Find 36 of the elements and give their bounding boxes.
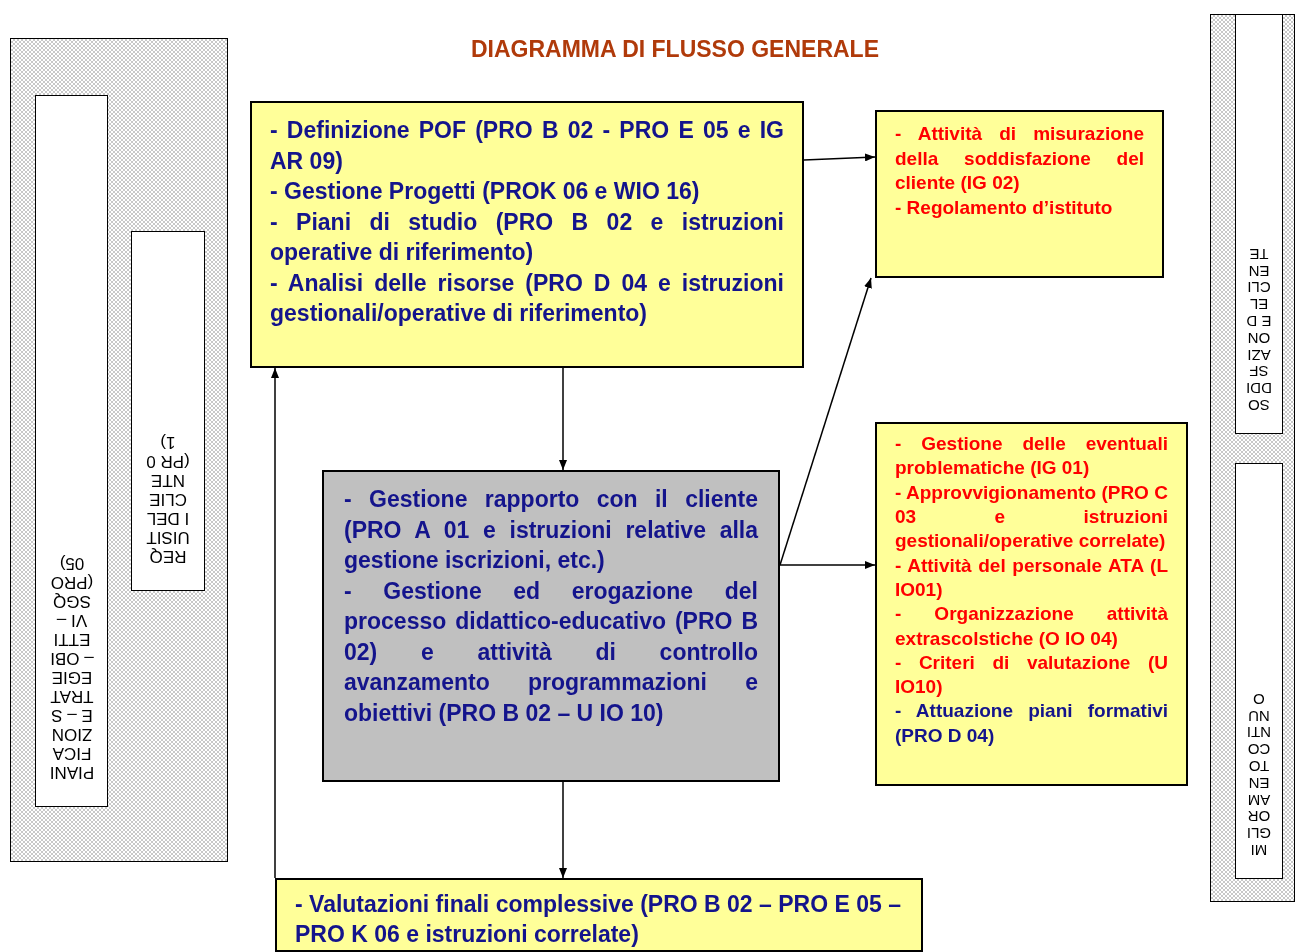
arrow [559, 781, 567, 879]
list-item: - Gestione delle eventuali problematiche (IG 01) [895, 432, 1168, 481]
process-box [250, 101, 804, 368]
list-item: - Gestione ed erogazione del processo didattico-educativo (PRO B 02) e attività di controllo avanzamento programmazioni e obiettivi (PRO B 02 – U IO 10) [344, 576, 758, 729]
column-box [1235, 14, 1283, 434]
list-item: - Organizzazione attività extrascolstiche (O IO 04) [895, 602, 1168, 651]
arrow [779, 561, 876, 569]
arrow [271, 367, 279, 879]
diagram-title: DIAGRAMMA DI FLUSSO GENERALE [469, 36, 880, 63]
arrow [803, 153, 876, 162]
column-box [1235, 463, 1283, 879]
process-box [875, 422, 1188, 786]
rotated-label: MIGLIORAMENTO CONTINUO [1246, 690, 1272, 858]
process-box [875, 110, 1164, 278]
list-item: - Attuazione piani formativi (PRO D 04) [895, 699, 1168, 748]
rotated-label: PIANIFICAZIONE – STRATEGIE – OBIETTIVI – SGQ (PRO 05) [48, 553, 95, 782]
list-item: - Gestione Progetti (PROK 06 e WIO 16) [270, 177, 701, 207]
rotated-label: REQUISITI DEL CLIENTE (PR 01) [145, 432, 191, 566]
column-box [131, 231, 205, 591]
list-item: - Analisi delle risorse (PRO D 04 e istruzioni gestionali/operative di riferimento) [270, 268, 784, 329]
list-item: - Valutazioni finali complessive (PRO B 02 – PRO E 05 – PRO K 06 e istruzioni correlate) [295, 890, 901, 949]
process-box [322, 470, 780, 782]
list-item: - Criteri di valutazione (U IO10) [895, 650, 1168, 700]
panel-background [1210, 14, 1295, 902]
process-box [275, 878, 923, 952]
list-item: - Piani di studio (PRO B 02 e istruzioni operative di riferimento) [270, 207, 784, 268]
arrow [559, 367, 567, 471]
list-item: - Definizione POF (PRO B 02 - PRO E 05 e IG AR 09) [270, 116, 784, 176]
panel-background [10, 38, 228, 862]
column-box [35, 95, 108, 807]
list-item: - Approvvigionamento (PRO C 03 e istruzioni gestionali/operative correlate) [895, 480, 1168, 554]
list-item: - Regolamento d’istituto [895, 196, 1114, 221]
list-item: - Attività del personale ATA (L IO01) [895, 553, 1168, 602]
rotated-label: SODDISFAZIONE DEL CLIENTE [1246, 245, 1272, 413]
list-item: - Gestione rapporto con il cliente (PRO A 01 e istruzioni relative alla gestione iscrizioni, etc.) [344, 485, 758, 576]
list-item: - Attività di misurazione della soddisfazione del cliente (IG 02) [895, 122, 1144, 196]
